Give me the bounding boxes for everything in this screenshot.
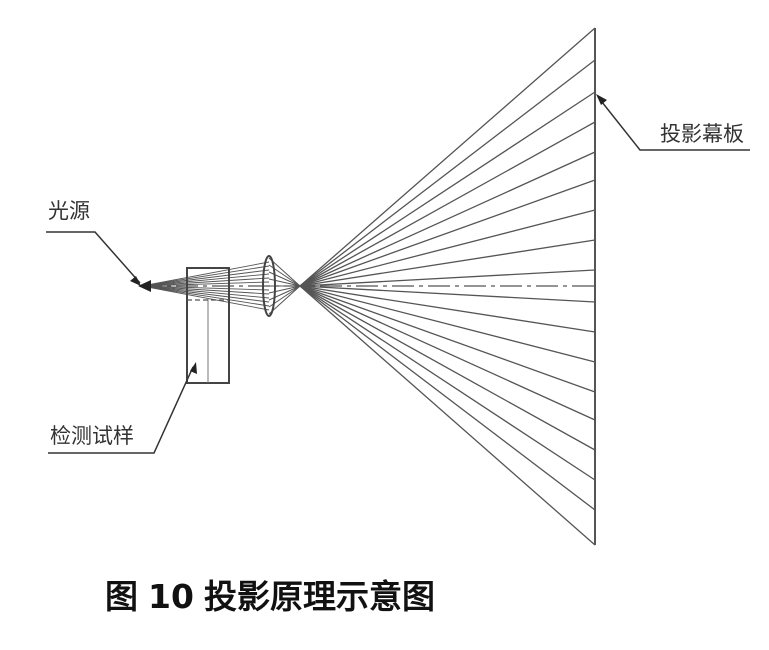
projection-ray [299,285,596,363]
lens [262,255,276,317]
projection-ray [299,121,596,287]
source-ray [141,281,270,287]
source-ray [141,273,270,287]
projection-ray [299,285,596,451]
projection-ray [299,285,596,481]
screen-leader-arrow [596,94,607,105]
projection-ray [299,151,596,287]
source-ray [141,285,270,295]
source-ray [141,277,270,287]
source-ray [141,265,270,287]
sample-leader-arrow [190,362,197,374]
source-ray [141,285,270,307]
projection-ray [299,27,596,287]
light-source-arrow-head [138,280,151,292]
sample-leader-line [48,366,194,454]
projection-ray [299,285,596,546]
projection-diagram [46,27,750,546]
light-source-label: 光源 [48,199,90,223]
source-ray [141,285,270,303]
light-source-leader-arrow [130,276,141,286]
projection-ray [299,59,596,287]
projection-ray [299,91,596,287]
caption-number: 10 [148,577,194,616]
projection-ray [299,209,596,287]
source-ray [141,285,270,291]
projection-ray [299,285,596,333]
screen-leader-line [597,96,750,151]
projection-ray [299,285,596,421]
caption-prefix: 图 [105,577,138,616]
projection-ray [299,285,596,303]
projection-ray [299,179,596,287]
lens-ray [268,257,301,287]
source-ray [141,285,270,311]
source-ray [141,269,270,287]
source-ray [141,261,270,287]
projection-ray [299,285,596,393]
source-ray [141,285,270,299]
lens-ray [268,285,301,315]
caption-title: 投影原理示意图 [203,577,435,616]
projection-ray [299,269,596,287]
light-source-leader-line [46,231,141,284]
projection-ray [299,239,596,287]
test-sample-label: 检测试样 [50,424,134,448]
screen-label: 投影幕板 [660,122,744,146]
projection-ray [299,285,596,511]
